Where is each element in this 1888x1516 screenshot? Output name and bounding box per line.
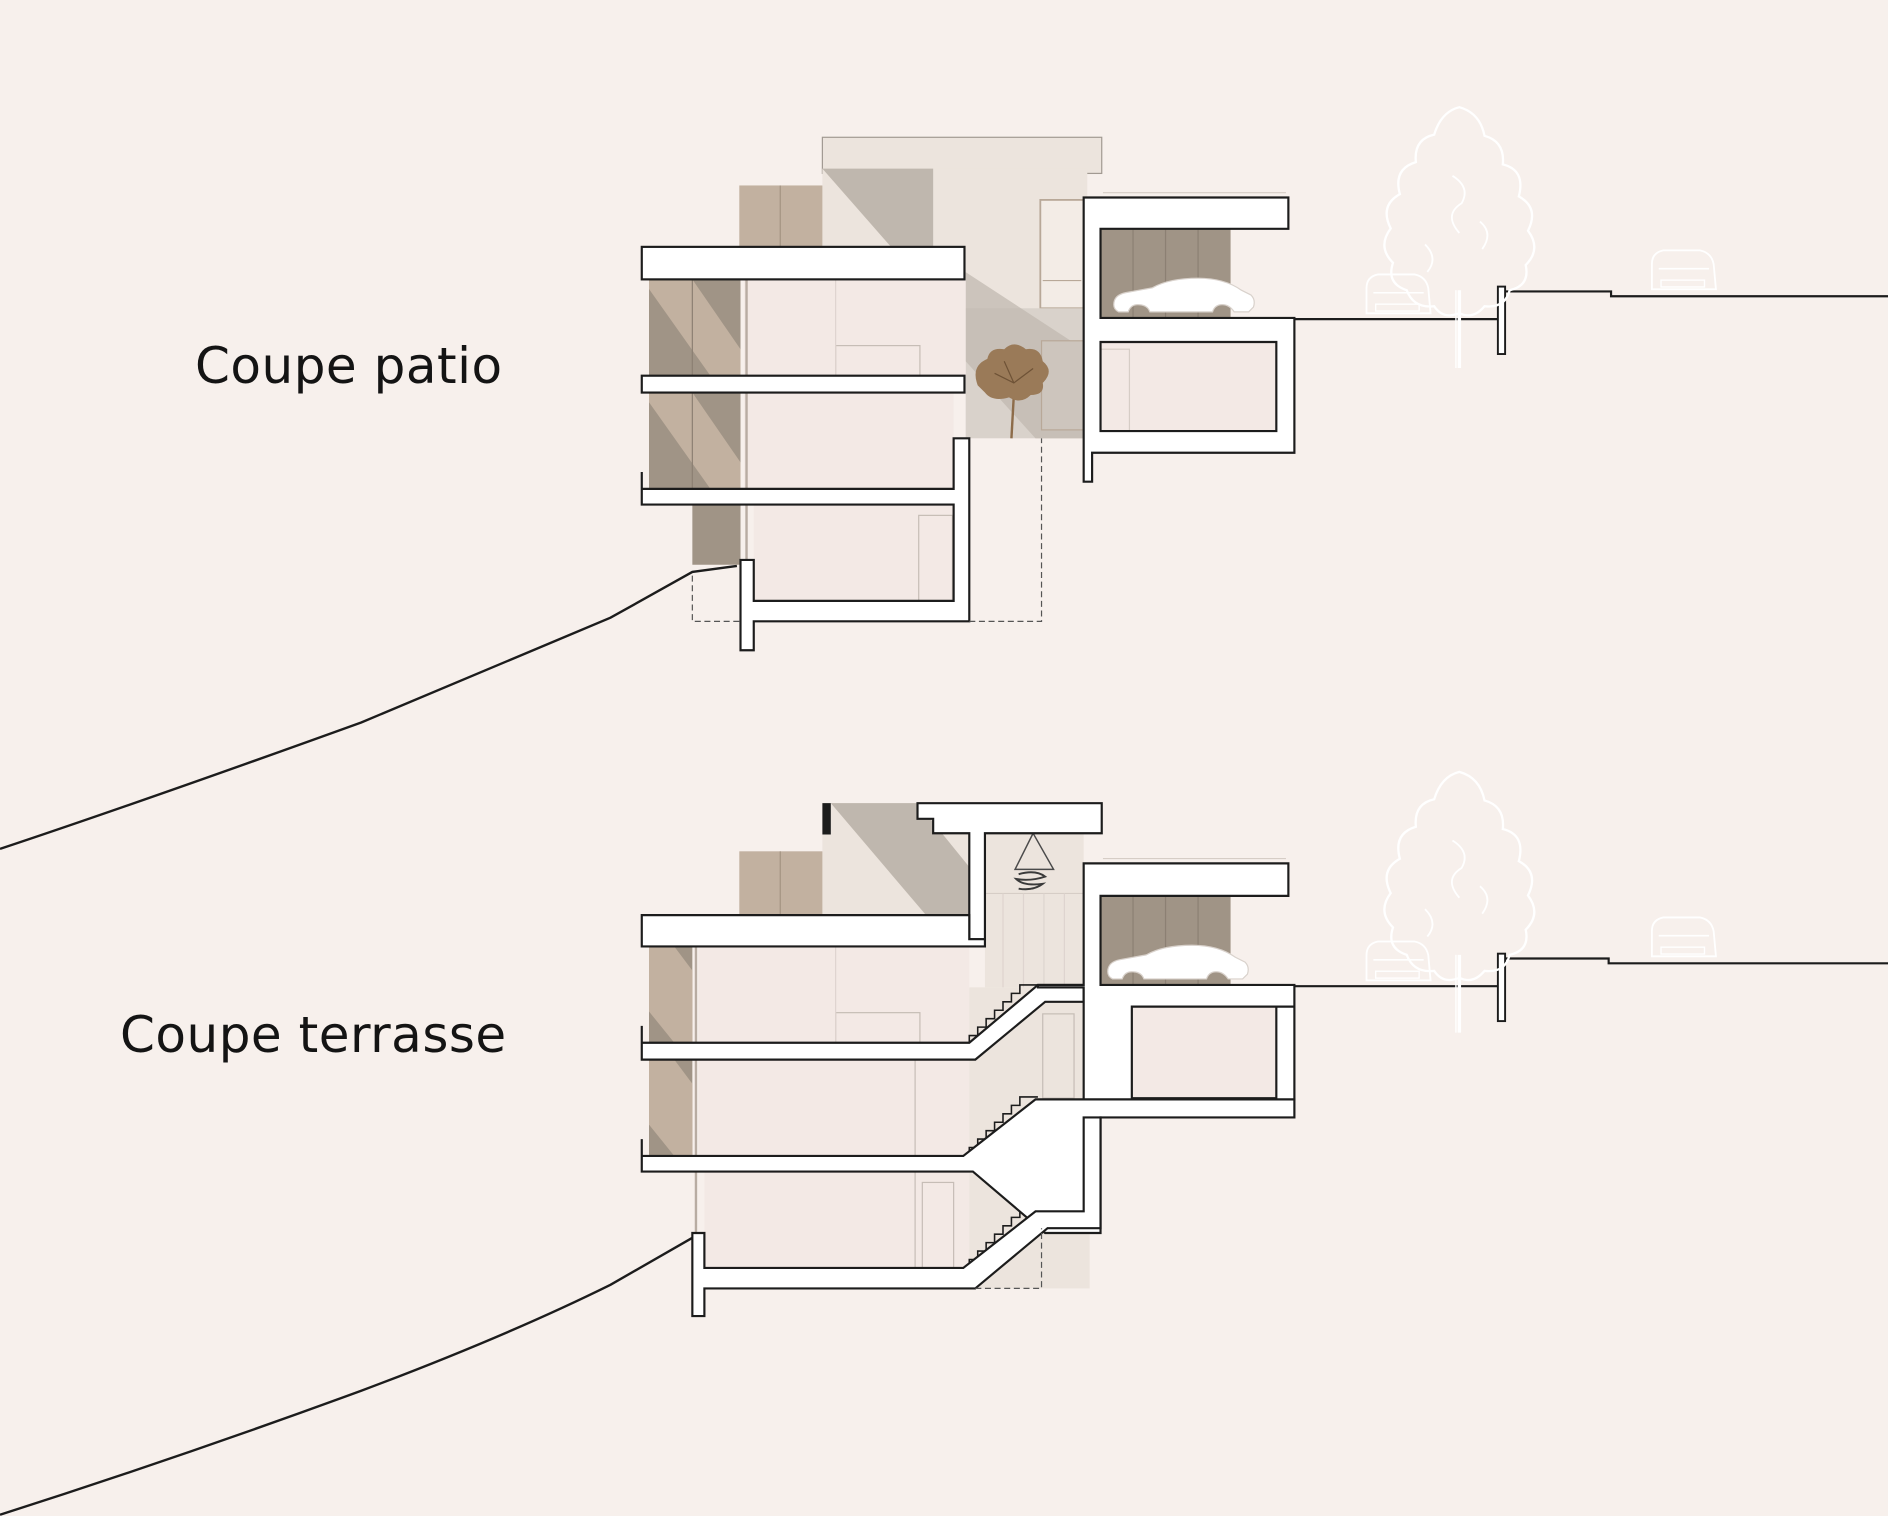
terrasse-section	[0, 770, 1888, 1516]
terrain-line	[0, 1236, 693, 1516]
background-tree-icon	[1382, 770, 1537, 1035]
section-title-terrasse: Coupe terrasse	[120, 1006, 507, 1064]
terrain-line	[0, 564, 738, 851]
section-title-patio: Coupe patio	[195, 337, 503, 395]
parked-car-icon	[1365, 940, 1432, 982]
street-car-icon	[1650, 916, 1717, 958]
street-car-icon	[1650, 249, 1717, 291]
parked-car-icon	[1365, 273, 1432, 315]
patio-tree-icon	[975, 344, 1049, 439]
pendant-lamp-icon	[1013, 831, 1055, 891]
patio-section	[0, 105, 1888, 851]
background-tree-icon	[1382, 105, 1537, 370]
